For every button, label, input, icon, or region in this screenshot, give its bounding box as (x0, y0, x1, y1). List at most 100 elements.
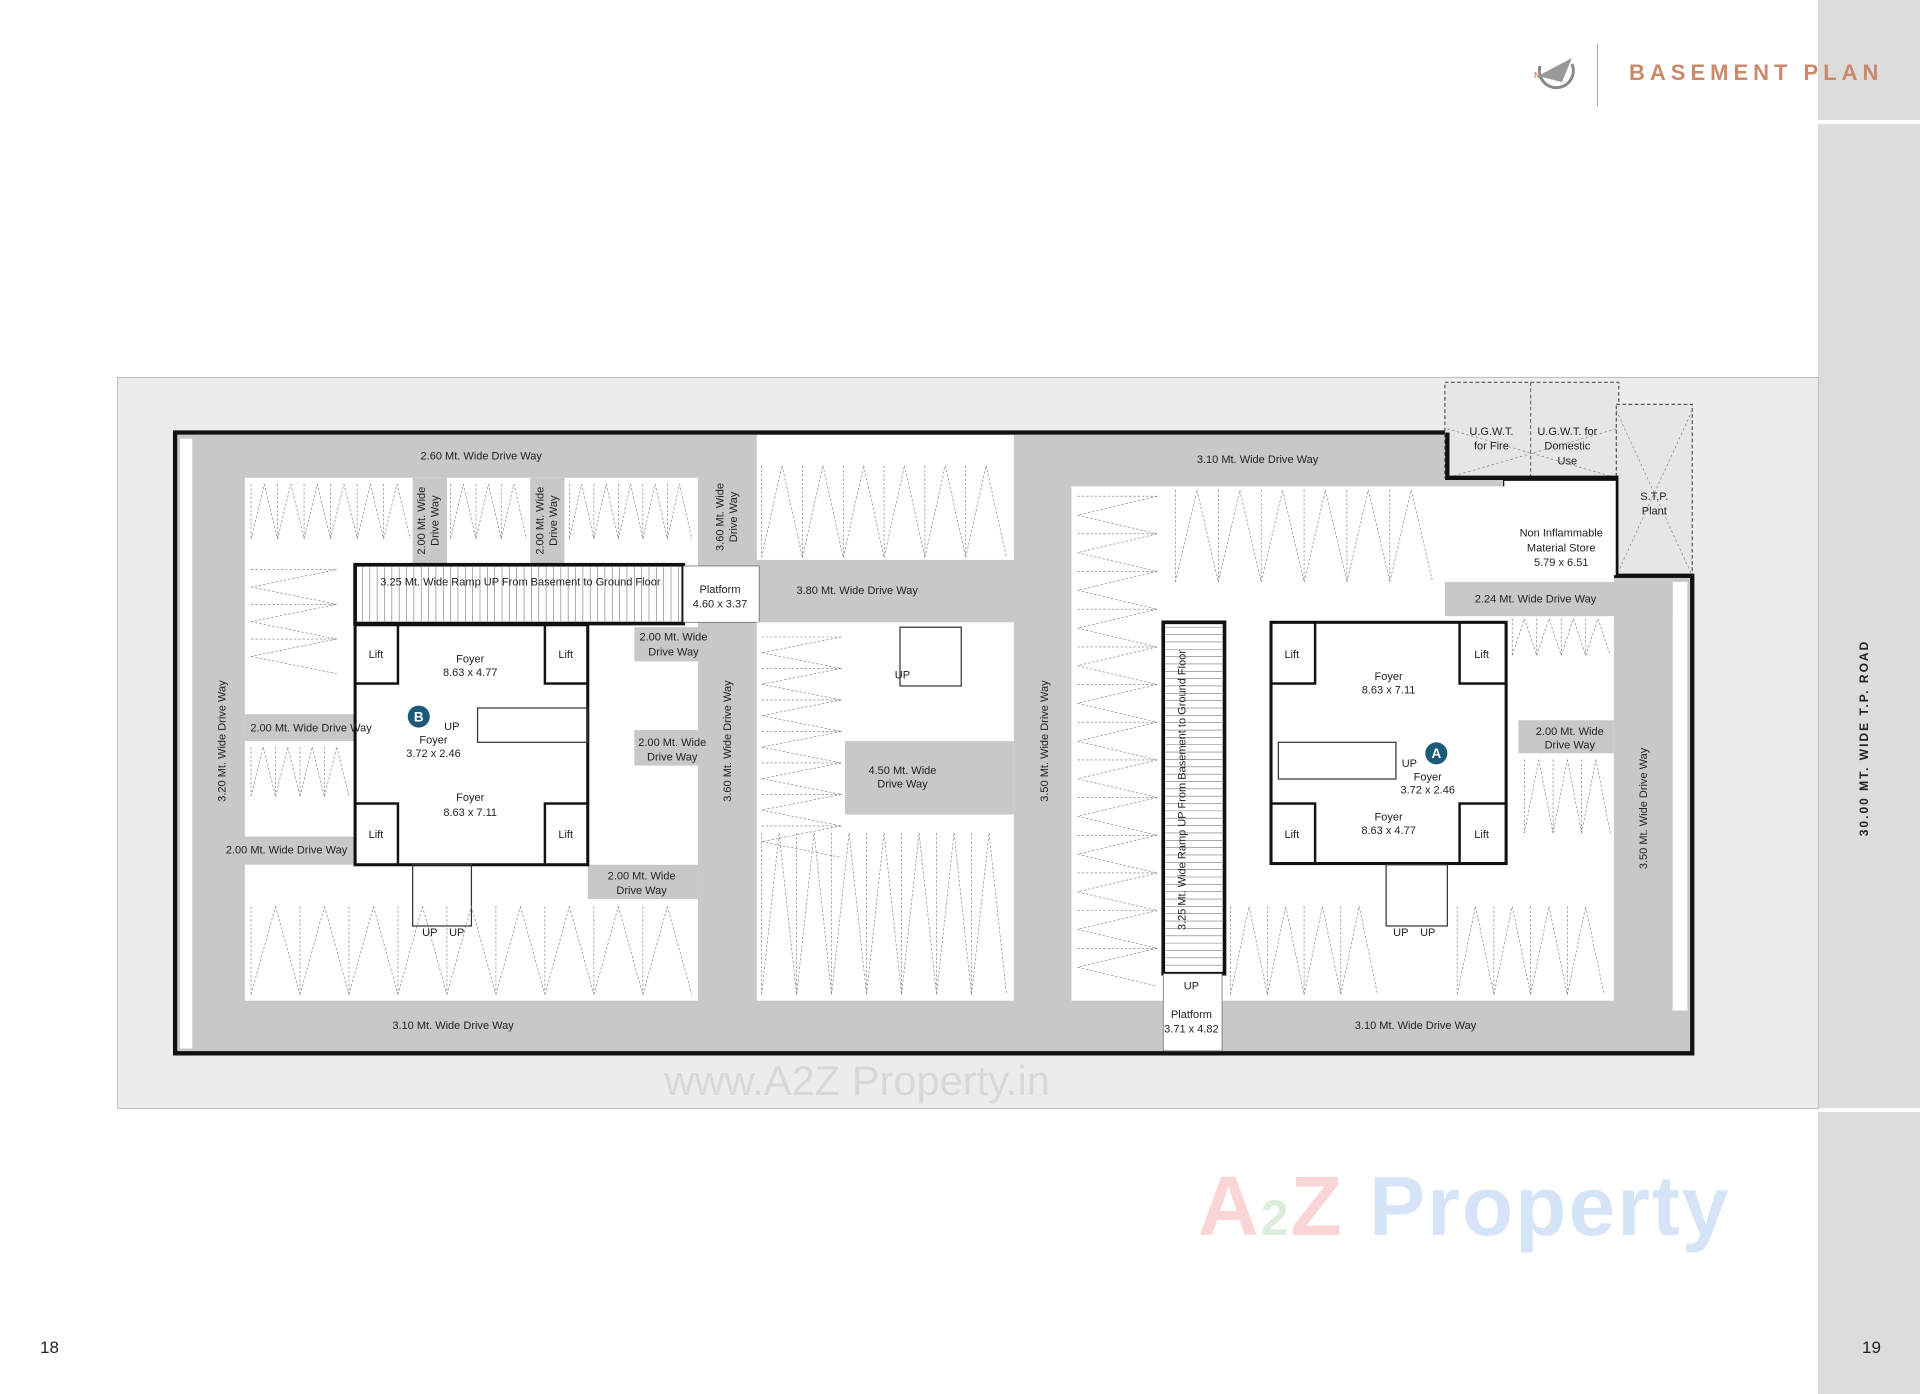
label-stp: Plant (1642, 506, 1667, 518)
label-drive: 2.00 Mt. Wide (416, 487, 428, 555)
watermark-part: Z (1290, 1159, 1344, 1253)
label-ramp-left: 3.25 Mt. Wide Ramp UP From Basement to G… (380, 577, 661, 589)
label-drive: 2.00 Mt. Wide (608, 870, 676, 882)
driveway (634, 730, 698, 766)
label-lift: Lift (369, 829, 384, 841)
label-drive-mid: 3.80 Mt. Wide Drive Way (796, 585, 918, 597)
label-lift: Lift (1284, 829, 1299, 841)
marker-a: A (1431, 746, 1441, 761)
label-ugwt-fire: U.G.W.T. (1469, 426, 1513, 438)
staircase (1385, 864, 1448, 927)
label-up: UP (449, 927, 464, 939)
parking-stalls (569, 483, 693, 540)
label-drive: 2.00 Mt. Wide Drive Way (226, 845, 348, 857)
strip-notch (1818, 1108, 1920, 1112)
label-bottom-drive-right: 3.10 Mt. Wide Drive Way (1355, 1020, 1477, 1032)
parking-stalls (761, 465, 1007, 558)
label-up: UP (1184, 981, 1199, 993)
svg-text:N: N (1534, 71, 1540, 80)
label-drive: 2.00 Mt. Wide (1536, 726, 1604, 738)
label-drive: 2.00 Mt. Wide (639, 632, 707, 644)
staircase (899, 626, 962, 687)
parking-stalls (1524, 759, 1611, 833)
label-foyer: Foyer (419, 735, 447, 747)
marker-a-icon (1425, 742, 1448, 765)
ramp-right (1161, 620, 1227, 976)
side-strip (1818, 0, 1920, 1394)
label-drive-east: 3.60 Mt. Wide Drive Way (722, 680, 734, 802)
lift (1458, 621, 1508, 685)
label-drive: 2.00 Mt. Wide (535, 487, 547, 555)
parking-stalls (1511, 618, 1611, 656)
label-drive: 2.24 Mt. Wide Drive Way (1475, 594, 1597, 606)
marker-b: B (414, 709, 424, 724)
parking-stalls (761, 832, 1007, 995)
label-up: UP (1420, 927, 1435, 939)
watermark-part: Property (1343, 1159, 1731, 1253)
compass-north-logo-icon: N (1534, 58, 1576, 90)
page-title: BASEMENT PLAN (1629, 60, 1884, 85)
driveway (244, 714, 356, 742)
label-lift: Lift (1284, 649, 1299, 661)
parking-stalls (1230, 906, 1378, 995)
lift (543, 623, 589, 685)
parking-stalls (250, 747, 350, 797)
label-ugwt-domestic: Domestic (1544, 441, 1590, 453)
label-ugwt-fire: for Fire (1474, 441, 1509, 453)
label-platform: Platform (699, 584, 740, 596)
lift (353, 802, 400, 866)
label-top-drive-left: 2.60 Mt. Wide Drive Way (421, 450, 543, 462)
label-foyer-size: 3.72 x 2.46 (406, 748, 461, 760)
label-lift: Lift (1474, 829, 1489, 841)
label-drive: 2.00 Mt. Wide (638, 737, 706, 749)
driveway (587, 864, 698, 900)
stp-plant (1615, 403, 1693, 577)
label-drive: Drive Way (429, 495, 441, 546)
label-store: Non Inflammable (1520, 528, 1603, 540)
parking-stalls (1077, 495, 1158, 987)
watermark-part: 2 (1260, 1190, 1291, 1246)
watermark-part: A (1198, 1159, 1261, 1253)
label-drive: Drive Way (648, 646, 699, 658)
driveway (412, 477, 447, 564)
edge-parking-west (180, 438, 193, 1049)
driveway (1444, 581, 1673, 617)
platform-left (682, 565, 760, 623)
label-lift: Lift (1474, 649, 1489, 661)
driveway (634, 627, 698, 662)
driveway (844, 741, 1014, 815)
parking-stalls (761, 636, 842, 858)
label-foyer: Foyer (1374, 671, 1402, 683)
label-stp: S.T.P. (1640, 491, 1668, 503)
marker-b-icon (407, 705, 430, 728)
label-foyer-size: 8.63 x 7.11 (443, 807, 497, 819)
label-ramp-right: 3.25 Mt. Wide Ramp UP From Basement to G… (1176, 650, 1188, 931)
label-store-size: 5.79 x 6.51 (1534, 557, 1589, 569)
strip-notch (1818, 120, 1920, 124)
label-drive: Drive Way (548, 495, 560, 546)
label-foyer-size: 8.63 x 4.77 (1361, 825, 1416, 837)
label-ugwt-domestic: Use (1558, 455, 1578, 467)
label-drive-east: 3.50 Mt. Wide Drive Way (1638, 747, 1650, 869)
plan-watermark: www.A2Z Property.in (663, 1057, 1050, 1104)
label-drive: 4.50 Mt. Wide (868, 765, 936, 777)
label-drive-west: 3.20 Mt. Wide Drive Way (216, 680, 228, 802)
label-bottom-drive-left: 3.10 Mt. Wide Drive Way (392, 1020, 514, 1032)
label-foyer: Foyer (1374, 812, 1402, 824)
platform-right (1162, 973, 1223, 1052)
driveway (530, 477, 565, 564)
label-foyer: Foyer (1414, 771, 1442, 783)
parking-stalls (250, 906, 693, 995)
label-foyer-size: 3.72 x 2.46 (1400, 785, 1455, 797)
label-platform: Platform (1171, 1009, 1212, 1021)
staircase (476, 707, 589, 743)
parking-stalls (450, 483, 527, 540)
label-platform-size: 3.71 x 4.82 (1164, 1024, 1219, 1036)
label-foyer-size: 8.63 x 7.11 (1362, 684, 1416, 696)
label-store: Material Store (1527, 542, 1596, 554)
label-drive: 3.60 Mt. Wide (715, 483, 727, 551)
page-number-right: 19 (1862, 1338, 1881, 1357)
label-foyer-size: 8.63 x 4.77 (443, 667, 498, 679)
label-top-drive-right: 3.10 Mt. Wide Drive Way (1197, 454, 1319, 466)
parking-stalls (250, 483, 411, 540)
